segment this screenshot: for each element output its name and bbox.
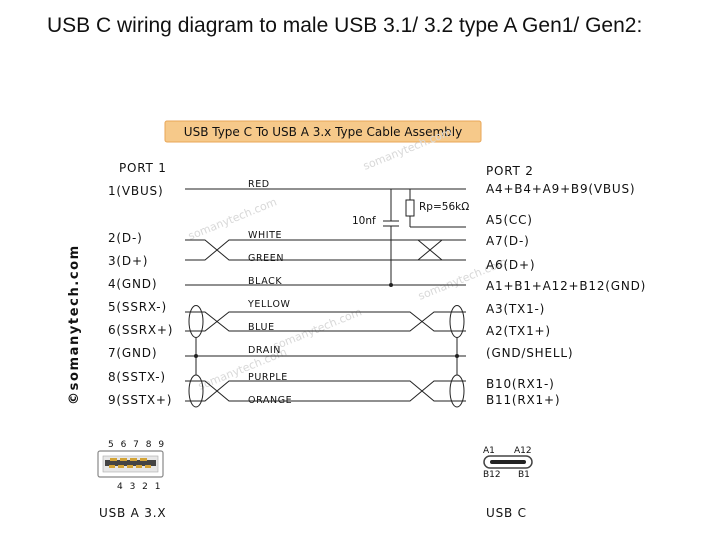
- port1-pin-4: 4(GND): [108, 277, 157, 291]
- usb-c-a12: A12: [514, 446, 532, 456]
- page-heading: USB C wiring diagram to male USB 3.1/ 3.…: [47, 14, 643, 37]
- wire-label-red: RED: [248, 179, 270, 190]
- usb-a-bottom-pins: 4 3 2 1: [117, 482, 163, 492]
- banner-title: USB Type C To USB A 3.x Type Cable Assem…: [184, 125, 462, 139]
- shield-sstx-right: [449, 374, 465, 408]
- usb-c-b1: B1: [518, 470, 530, 480]
- port1-pin-8: 8(SSTX-): [108, 370, 166, 384]
- port2-pin-gnd: A1+B1+A12+B12(GND): [486, 279, 646, 293]
- wire-label-white: WHITE: [248, 230, 282, 241]
- port2-pin-tx1plus: A2(TX1+): [486, 324, 551, 338]
- usb-a-connector-icon: [97, 450, 164, 478]
- port2-pin-rx1minus: B10(RX1-): [486, 377, 555, 391]
- resistor-label: Rp=56kΩ: [419, 201, 469, 213]
- wire-label-blue: BLUE: [248, 322, 275, 333]
- wire-label-drain: DRAIN: [248, 345, 281, 356]
- port2-pin-shell: (GND/SHELL): [486, 346, 573, 360]
- wire-label-yellow: YELLOW: [247, 299, 291, 310]
- port2-title: PORT 2: [486, 164, 534, 178]
- junction-drain-left: [194, 354, 198, 358]
- port2-pin-tx1minus: A3(TX1-): [486, 302, 545, 316]
- wire-label-green: GREEN: [248, 253, 284, 264]
- port2-pin-rx1plus: B11(RX1+): [486, 393, 560, 407]
- shield-ssrx-right: [449, 305, 465, 338]
- wire-label-black: BLACK: [248, 276, 282, 287]
- port1-pin-1: 1(VBUS): [108, 184, 163, 198]
- junction-drain-right: [455, 354, 459, 358]
- port2-pin-dplus: A6(D+): [486, 258, 535, 272]
- wire-pair-data-left: [185, 239, 445, 261]
- wire-pair-sstx: [185, 380, 466, 402]
- port1-pin-7: 7(GND): [108, 346, 157, 360]
- port1-pin-9: 9(SSTX+): [108, 393, 172, 407]
- port2-pin-vbus: A4+B4+A9+B9(VBUS): [486, 182, 635, 196]
- wire-pair-data-right-twist: [417, 239, 466, 261]
- port1-pin-6: 6(SSRX+): [108, 323, 173, 337]
- usb-c-b12: B12: [483, 470, 501, 480]
- shield-ssrx-left: [188, 305, 204, 338]
- port1-pin-3: 3(D+): [108, 254, 148, 268]
- port2-pin-cc: A5(CC): [486, 213, 533, 227]
- usb-c-connector-icon: [483, 455, 533, 469]
- port1-title: PORT 1: [119, 161, 167, 175]
- junction-gnd: [389, 283, 393, 287]
- wire-label-purple: PURPLE: [248, 372, 288, 383]
- port1-pin-5: 5(SSRX-): [108, 300, 167, 314]
- usb-c-a1: A1: [483, 446, 495, 456]
- side-watermark: ©somanytech.com: [67, 244, 82, 405]
- port1-pin-2: 2(D-): [108, 231, 143, 245]
- banner-box: [164, 120, 482, 143]
- capacitor-label: 10nf: [352, 215, 376, 227]
- resistor-symbol: [405, 199, 415, 217]
- usb-a-label: USB A 3.X: [99, 506, 166, 520]
- usb-c-label: USB C: [486, 506, 527, 520]
- port2-pin-dminus: A7(D-): [486, 234, 530, 248]
- usb-a-top-pins: 5 6 7 8 9: [108, 440, 166, 450]
